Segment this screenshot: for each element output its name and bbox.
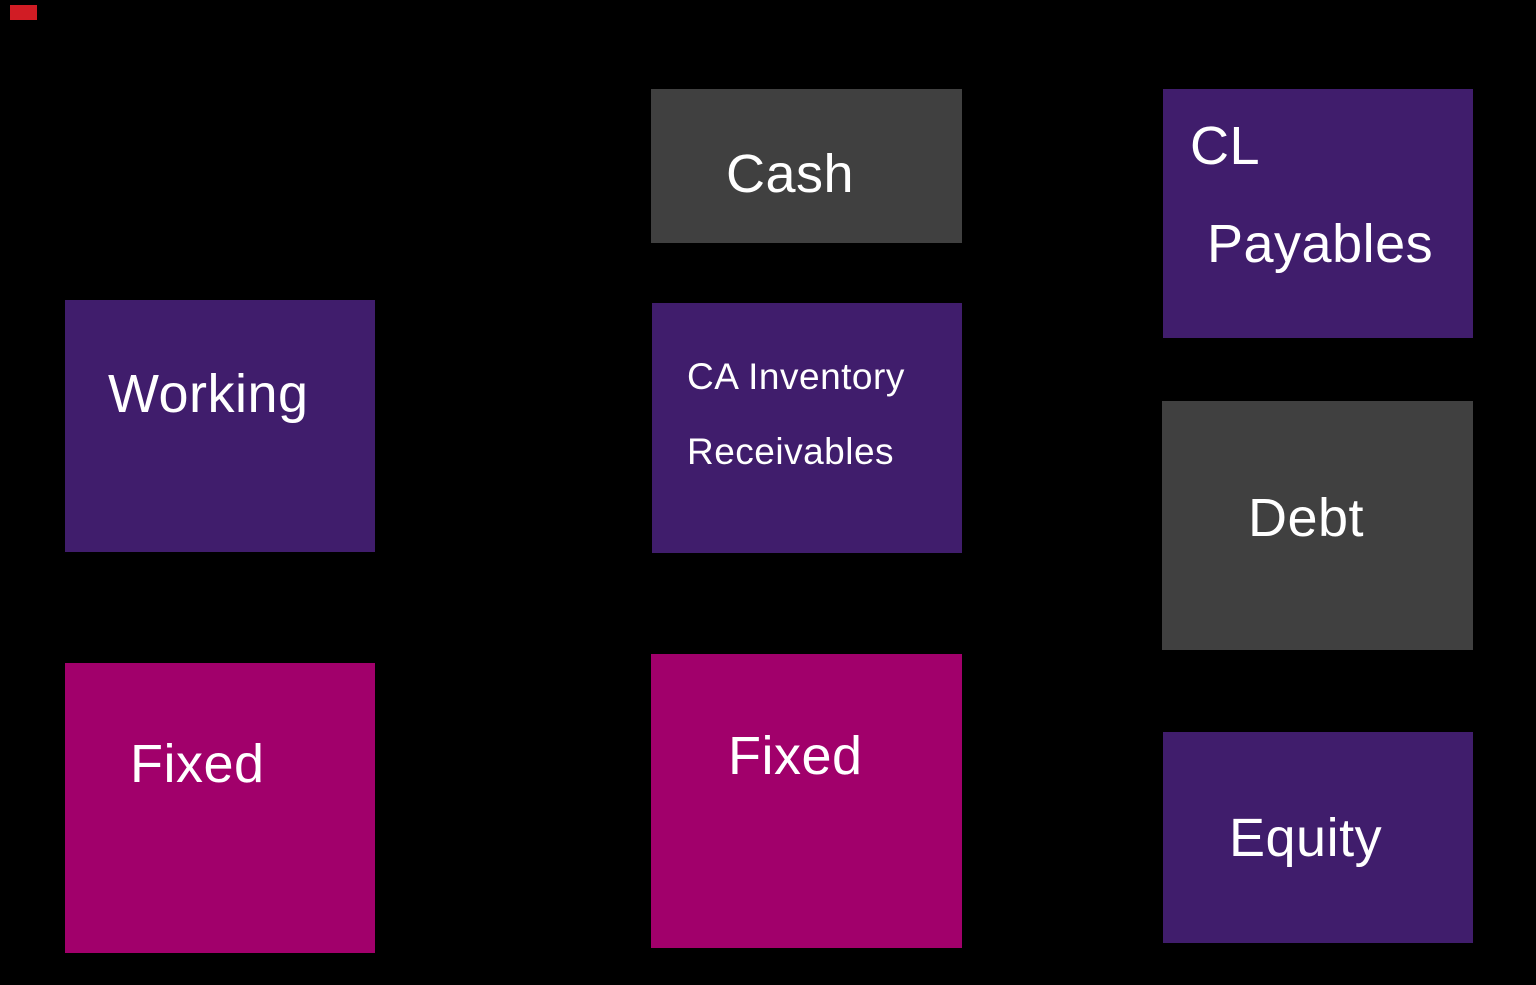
box-fixed-assets-label: Fixed	[728, 726, 863, 786]
box-current-liabilities-label-line1: CL	[1190, 116, 1261, 176]
box-equity-label: Equity	[1229, 808, 1383, 868]
box-current-assets[interactable]: CA Inventory Receivables	[652, 303, 962, 553]
box-current-liabilities-payables[interactable]: CL Payables	[1163, 89, 1473, 338]
box-equity[interactable]: Equity	[1163, 732, 1473, 943]
recording-indicator	[10, 5, 37, 20]
box-current-assets-label-line2: Receivables	[687, 431, 895, 472]
box-cash-label: Cash	[726, 144, 855, 204]
box-current-assets-label-line1: CA Inventory	[687, 356, 905, 397]
box-working-capital[interactable]: Working	[65, 300, 375, 552]
box-fixed-capital-label: Fixed	[130, 734, 265, 794]
box-debt-label: Debt	[1248, 488, 1365, 548]
box-debt[interactable]: Debt	[1162, 401, 1473, 650]
box-current-liabilities-label-line2: Payables	[1207, 214, 1434, 274]
box-cash[interactable]: Cash	[651, 89, 962, 243]
box-fixed-assets[interactable]: Fixed	[651, 654, 962, 948]
box-fixed-capital[interactable]: Fixed	[65, 663, 375, 953]
box-working-capital-label: Working	[108, 364, 309, 424]
